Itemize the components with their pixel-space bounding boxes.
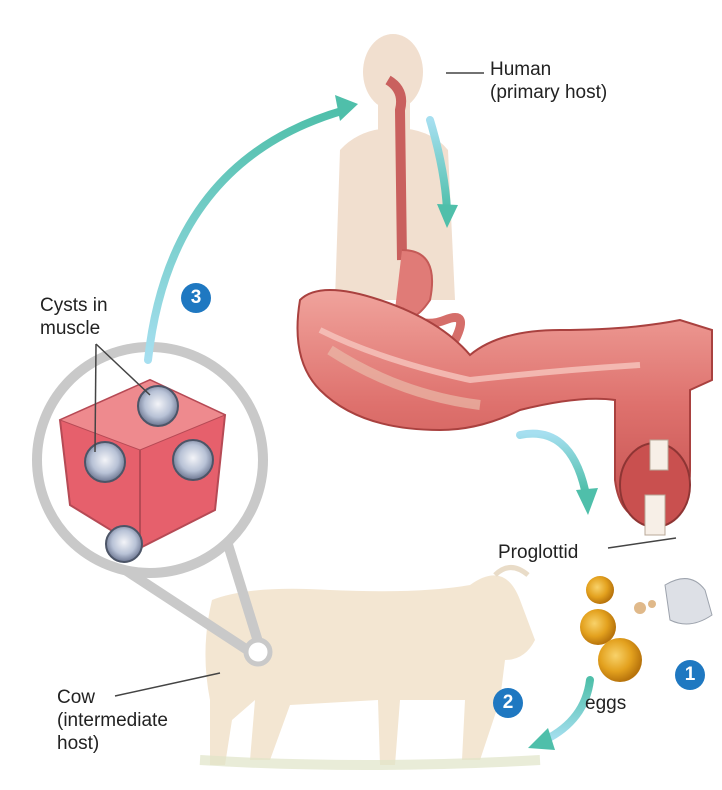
cow-label: Cow (intermediate host): [57, 686, 168, 755]
cysts-label: Cysts in muscle: [40, 294, 108, 340]
intestine: [298, 290, 713, 535]
human-label-line2: (primary host): [490, 82, 607, 103]
eggs-label: eggs: [585, 692, 626, 715]
cysts-label-line2: muscle: [40, 318, 100, 339]
human-figure: [335, 34, 455, 300]
cow-label-line1: Cow: [57, 687, 95, 708]
cysts-label-line1: Cysts in: [40, 295, 108, 316]
human-label-line1: Human: [490, 59, 551, 80]
cow-figure: [200, 568, 540, 766]
cow-label-line3: host): [57, 733, 99, 754]
step-2-badge: 2: [493, 688, 523, 718]
cow-label-line2: (intermediate: [57, 710, 168, 731]
step-3-badge: 3: [181, 283, 211, 313]
human-label: Human (primary host): [490, 58, 607, 104]
step-1-badge: 1: [675, 660, 705, 690]
proglottid-label: Proglottid: [498, 541, 578, 564]
